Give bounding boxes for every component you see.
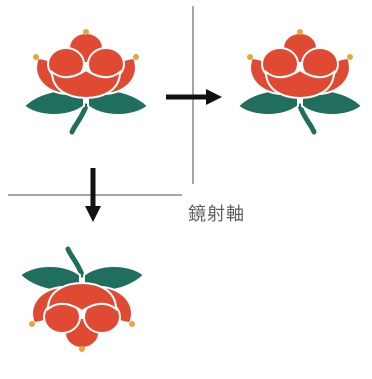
mirror-axis-label: 鏡射軸	[188, 204, 245, 225]
arrow-down	[85, 168, 101, 222]
flower-mirrored-vertical	[20, 249, 144, 352]
flower-original	[24, 29, 148, 132]
arrow-right	[166, 89, 222, 105]
flower-mirrored-horizontal	[238, 29, 362, 132]
